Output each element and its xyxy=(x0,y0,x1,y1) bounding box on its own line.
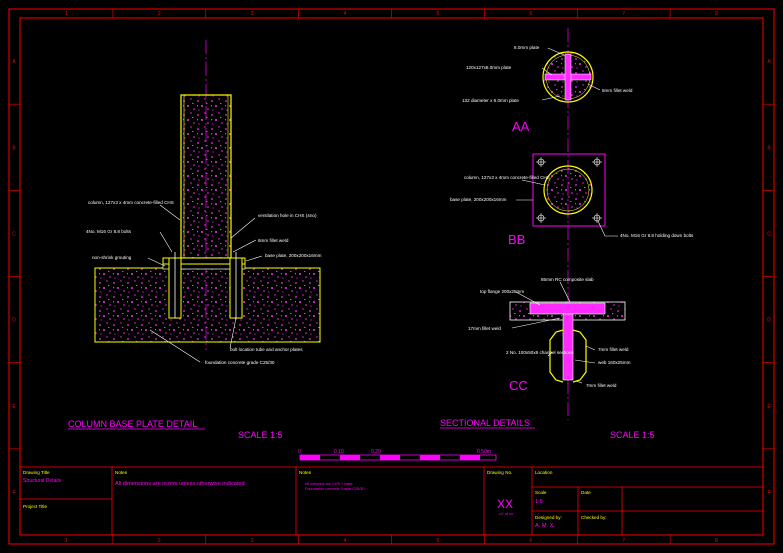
scale-tick-2: 0.20 xyxy=(371,449,381,455)
grid-row-label: C xyxy=(767,231,771,237)
grid-row-label: B xyxy=(767,145,771,151)
scale-tick-0: 0 xyxy=(298,449,301,455)
grid-column-label: 3 xyxy=(251,538,254,544)
grid-column-label: 5 xyxy=(437,11,440,17)
cc-label-slab: 85mm RC composite slab xyxy=(541,277,594,282)
label-anchor: bolt location tube and anchor plates xyxy=(230,347,303,352)
label-bolts: 4No. M16 Gr 8.8 bolts xyxy=(86,229,132,234)
aa-label-diameter: 132 diameter x 6.0mm plate xyxy=(462,98,519,103)
scale-bar: 0 0.10 0.20 0.50m xyxy=(298,449,497,461)
tb-scale-label: Scale xyxy=(535,490,547,495)
grid-column-label: 3 xyxy=(251,11,254,17)
section-cc: 85mm RC composite slab top flange 200x25… xyxy=(468,277,631,393)
tb-drawing-no-label: Drawing No. xyxy=(487,470,512,475)
section-tag-aa: AA xyxy=(512,119,530,134)
grid-row-label: F xyxy=(12,490,15,496)
grid-row-label: D xyxy=(767,318,771,324)
tb-checked-label: Checked by: xyxy=(581,515,607,520)
tb-project-title-label: Project Title xyxy=(23,504,47,509)
foundation-block xyxy=(94,267,321,343)
grid-row-label: F xyxy=(767,490,770,496)
grid-column-label: 6 xyxy=(529,538,532,544)
aa-label-plate-top: 8.0mm plate xyxy=(514,45,540,50)
label-base-plate: base plate, 200x200x16mm xyxy=(265,253,322,258)
grid-row-label: C xyxy=(12,231,16,237)
web xyxy=(562,313,574,381)
grid-row-label: E xyxy=(767,404,771,410)
channel-left xyxy=(549,329,564,383)
cc-label-fillet-bottom: 7mm fillet weld xyxy=(586,383,617,388)
grid-row-label: B xyxy=(12,145,16,151)
tb-date-label: Date xyxy=(581,490,591,495)
grid-column-label: 6 xyxy=(529,11,532,17)
tb-drawing-title-label: Drawing Title xyxy=(23,470,50,475)
tb-notes2-label: Notes xyxy=(299,470,312,475)
grid-column-label: 1 xyxy=(65,11,68,17)
grid-column-label: 7 xyxy=(622,11,625,17)
tb-notes2-line-2: Foundation concrete Grade C25/30 xyxy=(305,487,365,491)
cc-label-top-flange: top flange 200x25mm xyxy=(480,289,524,294)
channel-right xyxy=(572,329,587,383)
grid-column-label: 2 xyxy=(158,11,161,17)
aa-label-plate-chs: 120x127x8.0mm plate xyxy=(466,65,512,70)
grid-row-label: A xyxy=(767,59,771,65)
aa-label-weld: 5mm fillet weld xyxy=(602,88,633,93)
cc-label-web: web 160x25mm xyxy=(598,360,631,365)
base-detail-scale: SCALE 1:5 xyxy=(238,430,283,440)
tb-scale-value: 1:5 xyxy=(535,499,543,505)
grid-row-label: A xyxy=(12,59,16,65)
grid-column-label: 7 xyxy=(622,538,625,544)
tb-notes2-line-1: All columns are CHS + base xyxy=(305,482,353,486)
grid-column-label: 8 xyxy=(715,11,718,17)
grid-column-label: 1 xyxy=(65,538,68,544)
tb-drawing-no: XX xyxy=(497,497,513,511)
label-ventilation: ventilation hole in CHS (4no) xyxy=(258,213,317,218)
sectional-details: 8.0mm plate 120x127x8.0mm plate 132 diam… xyxy=(440,28,694,440)
grid-column-label: 4 xyxy=(344,11,347,17)
top-flange xyxy=(529,302,606,315)
section-tag-bb: BB xyxy=(508,232,525,247)
tb-designed-value: A. M. X. xyxy=(535,523,555,529)
grid-row-label: D xyxy=(12,318,16,324)
base-plate-detail: column, 127x3 x 4mm concrete-filled CHS … xyxy=(68,40,322,440)
title-block: Drawing Title Project Title Notes Notes … xyxy=(19,466,764,536)
cc-label-cleats: 2 No. 100x50x8 channel sections xyxy=(506,350,574,355)
tb-drawing-no-sub: xX of xx xyxy=(499,511,513,516)
grid-column-label: 2 xyxy=(158,538,161,544)
cc-label-fillet-top: 7mm fillet weld xyxy=(598,347,629,352)
base-plate xyxy=(162,257,246,265)
column-chs xyxy=(180,94,232,259)
grid-column-label: 4 xyxy=(344,538,347,544)
bb-label-base-plate: base plate, 200x200x16mm xyxy=(450,197,507,202)
grid-row-label: E xyxy=(12,404,16,410)
label-foundation: foundation concrete grade C25/30 xyxy=(205,360,275,365)
scale-tick-3: 0.50m xyxy=(477,449,491,455)
label-column: column, 127x3 x 4mm concrete-filled CHS xyxy=(88,200,174,205)
bb-label-column: column, 127x3 x 4mm concrete-filled CHS xyxy=(464,175,550,180)
grid-column-label: 5 xyxy=(437,538,440,544)
cc-label-weld-17: 17mm fillet weld xyxy=(468,326,501,331)
tb-drawing-title: Structural Details xyxy=(23,478,62,484)
tb-notes-text: All dimensions are in mm unless otherwis… xyxy=(115,481,245,487)
label-grouting: non-shrink grouting xyxy=(92,255,132,260)
section-aa: 8.0mm plate 120x127x8.0mm plate 132 diam… xyxy=(462,45,633,134)
tb-designed-label: Designed by: xyxy=(535,515,562,520)
bb-label-bolts: 4No. M16 Gr 8.8 holding down bolts xyxy=(620,233,694,238)
sectional-title: SECTIONAL DETAILS xyxy=(440,418,530,428)
tb-notes-label: Notes xyxy=(115,470,128,475)
tb-location-label: Location xyxy=(535,470,553,475)
base-detail-title: COLUMN BASE PLATE DETAIL xyxy=(68,419,197,429)
scale-tick-1: 0.10 xyxy=(334,449,344,455)
section-tag-cc: CC xyxy=(509,378,528,393)
section-bb: column, 127x3 x 4mm concrete-filled CHS … xyxy=(450,153,694,247)
label-weld: 6mm fillet weld xyxy=(258,238,289,243)
grid-column-label: 8 xyxy=(715,538,718,544)
sectional-scale: SCALE 1:5 xyxy=(610,430,655,440)
